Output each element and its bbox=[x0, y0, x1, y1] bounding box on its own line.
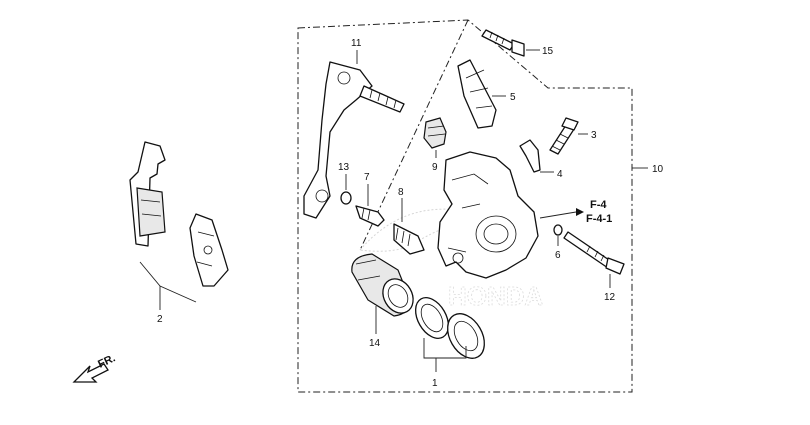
dust-seal bbox=[447, 313, 485, 359]
callout-6: 6 bbox=[555, 250, 561, 261]
pad-pin-12 bbox=[563, 231, 625, 275]
rubber-boot-9 bbox=[423, 117, 447, 149]
pad-spring-5 bbox=[457, 59, 497, 129]
brake-pad-left bbox=[129, 141, 166, 247]
bleeder-cap-4 bbox=[519, 139, 541, 173]
reference-f4: F-4 bbox=[590, 199, 607, 211]
reference-arrow bbox=[539, 208, 584, 219]
callout-4: 4 bbox=[557, 169, 563, 180]
front-label: FR. bbox=[96, 352, 117, 370]
piston-14 bbox=[351, 253, 414, 317]
callout-9: 9 bbox=[432, 162, 438, 173]
callout-2: 2 bbox=[157, 314, 163, 325]
callout-10: 10 bbox=[652, 164, 664, 175]
callout-3: 3 bbox=[591, 130, 597, 141]
front-arrow-icon bbox=[72, 363, 109, 383]
bleeder-valve-3 bbox=[549, 117, 579, 155]
washer-6 bbox=[553, 224, 563, 236]
callout-7: 7 bbox=[364, 172, 370, 183]
callout-1: 1 bbox=[432, 378, 438, 389]
pin-bolt-7 bbox=[355, 205, 385, 227]
bolt-15 bbox=[481, 29, 525, 57]
watermark-text: HONDA bbox=[448, 281, 544, 311]
reference-f4-1: F-4-1 bbox=[586, 213, 612, 225]
caliper-bracket bbox=[303, 61, 373, 219]
brake-pad-right bbox=[189, 213, 229, 287]
callout-14: 14 bbox=[369, 338, 381, 349]
callout-8: 8 bbox=[398, 187, 404, 198]
callout-11: 11 bbox=[351, 38, 362, 49]
caliper-body bbox=[437, 151, 539, 279]
sleeve-bolt-8 bbox=[393, 223, 425, 255]
piston-seal bbox=[414, 297, 450, 339]
slide-pin bbox=[359, 85, 405, 113]
callout-15: 15 bbox=[542, 46, 554, 57]
callout-13: 13 bbox=[338, 162, 350, 173]
callout-5: 5 bbox=[510, 92, 516, 103]
boot-13 bbox=[340, 191, 352, 205]
callout-12: 12 bbox=[604, 292, 616, 303]
